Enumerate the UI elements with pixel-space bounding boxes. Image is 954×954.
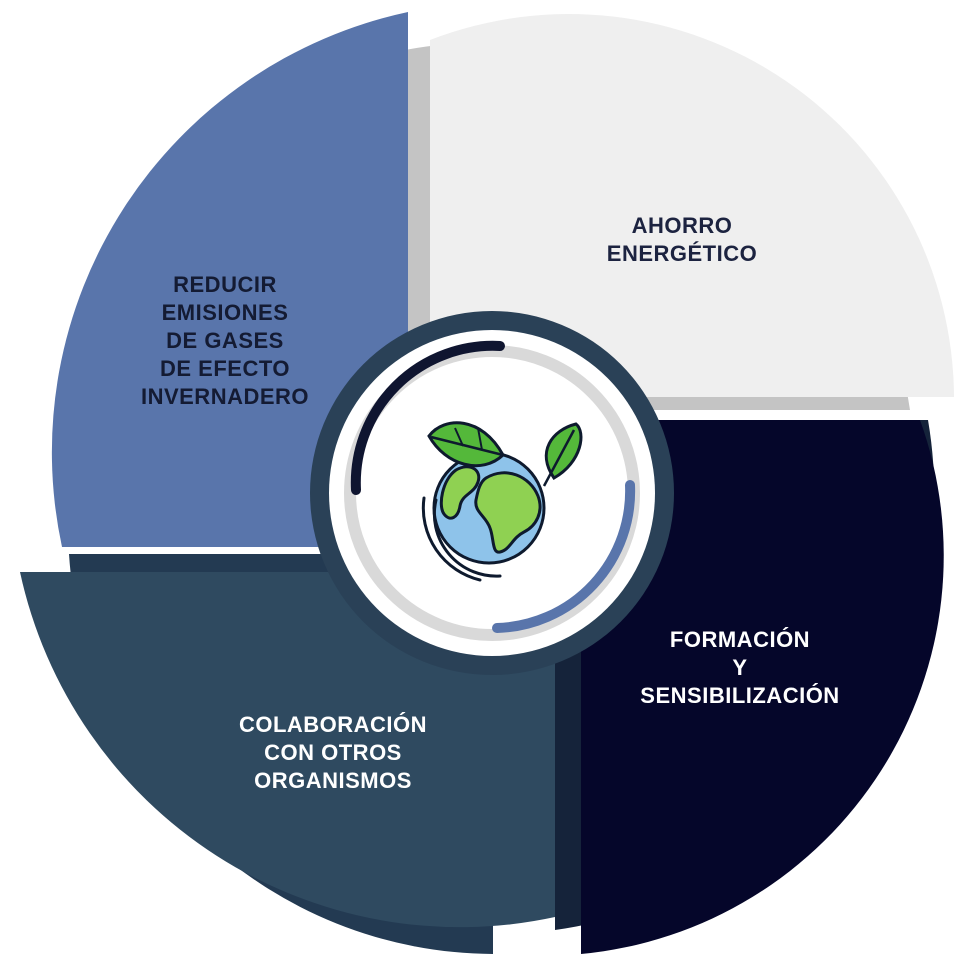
label-colaboracion-organismos: COLABORACIÓN CON OTROS ORGANISMOS [203,711,463,795]
label-line: DE EFECTO [159,356,290,381]
label-line: FORMACIÓN [669,627,811,652]
label-line: Y [732,655,748,680]
label-line: CON OTROS [264,740,402,765]
label-reducir-emisiones: REDUCIR EMISIONES DE GASES DE EFECTO INV… [105,271,345,411]
label-ahorro-energetico: AHORRO ENERGÉTICO [582,212,782,268]
label-line: INVERNADERO [140,384,310,409]
segment-reducir [51,12,408,547]
segment-ahorro [430,14,954,397]
label-formacion-sensibilizacion: FORMACIÓN Y SENSIBILIZACIÓN [610,626,870,710]
segment-formacion [581,420,944,954]
label-line: SENSIBILIZACIÓN [640,683,840,708]
hub-blue-arc [492,480,636,633]
hub-dark-arc [350,340,505,495]
label-line: DE GASES [166,328,284,353]
label-line: ENERGÉTICO [606,241,758,266]
label-line: COLABORACIÓN [238,712,428,737]
label-line: REDUCIR [173,272,277,297]
earth-with-leaves-icon [421,421,583,582]
label-line: ORGANISMOS [254,768,412,793]
label-line: EMISIONES [161,300,289,325]
segment-colaboracion [20,572,555,928]
label-line: AHORRO [631,213,733,238]
